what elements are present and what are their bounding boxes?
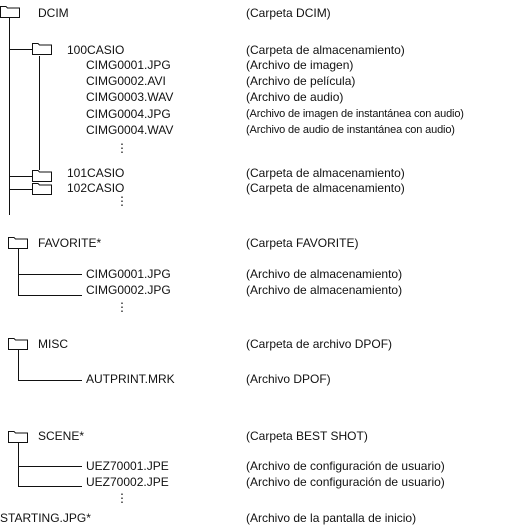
file-name-starting: STARTING.JPG* — [0, 511, 91, 525]
description: (Archivo de almacenamiento) — [246, 267, 403, 281]
file-name: UEZ70001.JPE — [86, 459, 169, 473]
description: (Carpeta BEST SHOT) — [246, 429, 368, 443]
tree-line — [18, 380, 82, 381]
tree-line — [18, 466, 82, 467]
file-name: CIMG0001.JPG — [86, 267, 171, 281]
file-name: UEZ70002.JPE — [86, 475, 169, 489]
continuation-dots: ⋮ — [116, 141, 128, 155]
folder-icon — [8, 237, 28, 249]
tree-line — [18, 443, 19, 487]
tree-line — [18, 486, 82, 487]
tree-line — [18, 295, 82, 296]
tree-line — [18, 350, 19, 381]
description: (Carpeta de almacenamiento) — [246, 166, 405, 180]
file-name: CIMG0001.JPG — [86, 58, 171, 72]
description: (Archivo de configuración de usuario) — [246, 475, 445, 489]
file-name: AUTPRINT.MRK — [86, 372, 175, 386]
folder-name-101casio: 101CASIO — [67, 166, 125, 180]
folder-icon — [8, 431, 28, 443]
description: (Archivo de imagen de instantánea con au… — [246, 108, 464, 120]
description: (Archivo de configuración de usuario) — [246, 459, 445, 473]
folder-icon — [0, 6, 20, 18]
description: (Carpeta FAVORITE) — [246, 236, 359, 250]
continuation-dots: ⋮ — [116, 491, 128, 505]
description: (Archivo de la pantalla de inicio) — [246, 511, 417, 525]
description: (Archivo de imagen) — [246, 58, 354, 72]
folder-icon — [32, 183, 52, 195]
description: (Carpeta de almacenamiento) — [246, 181, 405, 195]
description: (Carpeta DCIM) — [246, 6, 331, 20]
description: (Archivo de película) — [246, 74, 356, 88]
tree-line — [9, 189, 33, 190]
tree-line — [18, 249, 19, 296]
continuation-dots: ⋮ — [116, 194, 128, 208]
file-name: CIMG0002.JPG — [86, 283, 171, 297]
tree-line — [9, 176, 33, 177]
tree-line — [9, 49, 33, 50]
folder-name-misc: MISC — [38, 337, 68, 351]
file-name: CIMG0004.JPG — [86, 107, 171, 121]
description: (Carpeta de archivo DPOF) — [246, 337, 393, 351]
folder-icon — [32, 43, 52, 55]
description: (Archivo DPOF) — [246, 372, 331, 386]
description: (Archivo de audio de instantánea con aud… — [246, 124, 455, 136]
tree-line — [9, 17, 10, 215]
file-name: CIMG0004.WAV — [86, 123, 174, 137]
folder-name-100casio: 100CASIO — [67, 43, 125, 57]
continuation-dots: ⋮ — [116, 300, 128, 314]
file-name: CIMG0003.WAV — [86, 90, 174, 104]
folder-icon — [8, 338, 28, 350]
folder-name-scene: SCENE* — [38, 429, 85, 443]
folder-name-102casio: 102CASIO — [67, 181, 125, 195]
description: (Carpeta de almacenamiento) — [246, 43, 405, 57]
folder-name-favorite: FAVORITE* — [38, 236, 102, 250]
tree-line — [39, 56, 40, 170]
file-name: CIMG0002.AVI — [86, 74, 166, 88]
folder-name-dcim: DCIM — [38, 6, 69, 20]
description: (Archivo de audio) — [246, 90, 344, 104]
folder-icon — [32, 170, 52, 182]
description: (Archivo de almacenamiento) — [246, 283, 403, 297]
tree-line — [18, 274, 82, 275]
